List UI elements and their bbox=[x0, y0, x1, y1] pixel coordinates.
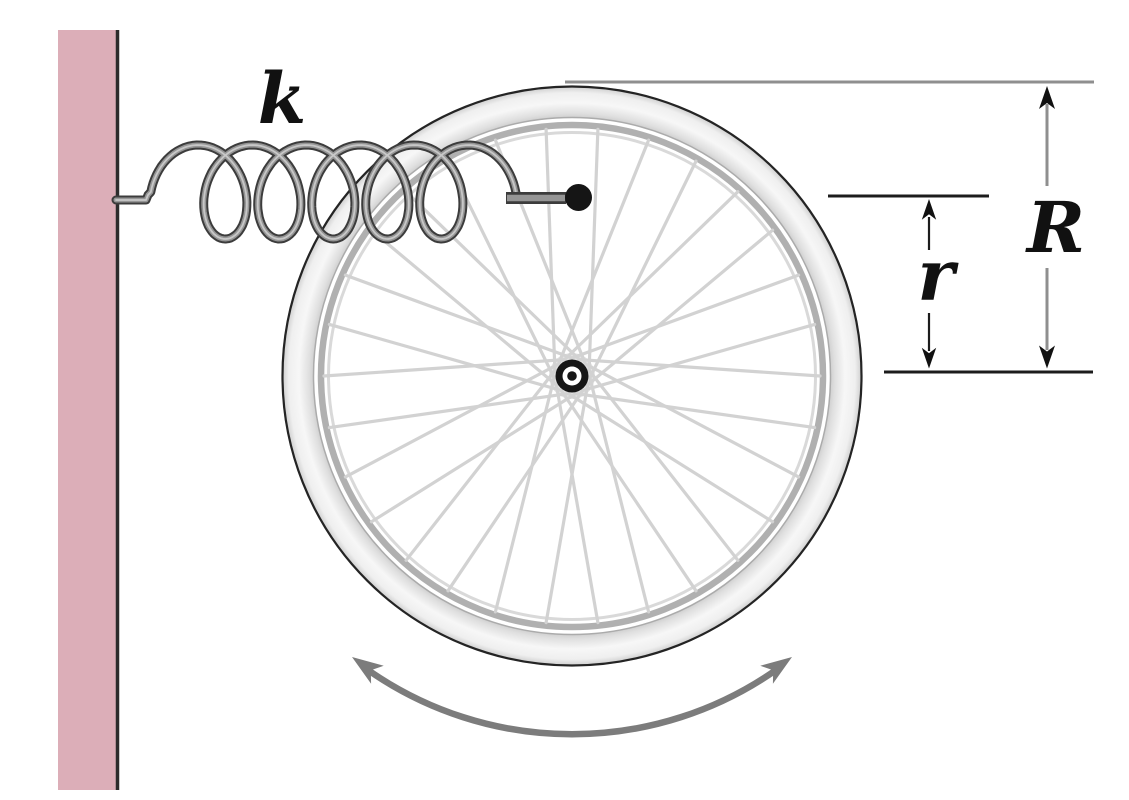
spoke-line bbox=[556, 138, 651, 366]
attachment-radius-label: r bbox=[918, 234, 960, 317]
R-arrowhead-up-icon bbox=[1039, 86, 1055, 109]
spoke-line bbox=[446, 389, 585, 593]
tire-outer-edge bbox=[281, 85, 863, 667]
spoke-line bbox=[577, 358, 822, 378]
spoke-line bbox=[322, 358, 567, 378]
arc-arrowhead-right-icon bbox=[760, 657, 792, 684]
bicycle-wheel bbox=[281, 85, 863, 667]
oscillation-arc-arrow bbox=[352, 657, 792, 738]
rim-ring bbox=[317, 121, 827, 631]
attachment-dot bbox=[565, 184, 592, 211]
wheel-radius-label: R bbox=[1025, 186, 1085, 269]
arc-arrowhead-left-icon bbox=[352, 657, 384, 684]
spoke-line bbox=[327, 392, 570, 430]
spoke-line bbox=[574, 392, 817, 430]
spoke-line bbox=[404, 190, 581, 362]
spoke-line bbox=[343, 362, 561, 479]
spoke-line bbox=[343, 273, 574, 360]
spoke-line bbox=[369, 228, 559, 387]
spoke-line bbox=[566, 392, 775, 524]
r-arrowhead-down-icon bbox=[921, 347, 937, 369]
oscillation-arc bbox=[364, 666, 780, 738]
spoke-line bbox=[585, 228, 775, 387]
tire-inner-edge bbox=[312, 116, 832, 636]
spoke-line bbox=[570, 273, 801, 360]
spring-assembly: k bbox=[111, 57, 592, 244]
spoke-line bbox=[493, 376, 556, 614]
spoke-line bbox=[587, 368, 740, 562]
wall-surface bbox=[58, 30, 116, 790]
radius-R-dimension: R bbox=[1025, 86, 1085, 369]
spoke-line bbox=[327, 322, 564, 393]
wheel-spokes bbox=[322, 127, 822, 625]
spoke-line bbox=[583, 362, 801, 479]
spring-coil bbox=[111, 140, 522, 244]
spoke-line bbox=[588, 376, 651, 614]
spoke-line bbox=[563, 190, 740, 362]
spoke-line bbox=[404, 368, 557, 562]
spring-coil-stroke bbox=[115, 144, 518, 240]
spoke-line bbox=[544, 127, 557, 372]
spoke-line bbox=[559, 389, 698, 593]
spoke-line bbox=[369, 392, 578, 524]
spring-constant-label: k bbox=[258, 57, 307, 140]
R-arrowhead-down-icon bbox=[1039, 345, 1055, 369]
tire bbox=[281, 85, 863, 667]
wall bbox=[58, 30, 120, 790]
spoke-line bbox=[588, 159, 698, 380]
spoke-line bbox=[580, 322, 817, 393]
spoke-line bbox=[554, 383, 600, 625]
hub-axle-dot bbox=[567, 371, 577, 381]
spoke-line bbox=[587, 127, 600, 372]
radius-r-dimension: r bbox=[918, 199, 960, 369]
r-arrowhead-up-icon bbox=[921, 199, 937, 220]
spoke-line bbox=[544, 383, 590, 625]
